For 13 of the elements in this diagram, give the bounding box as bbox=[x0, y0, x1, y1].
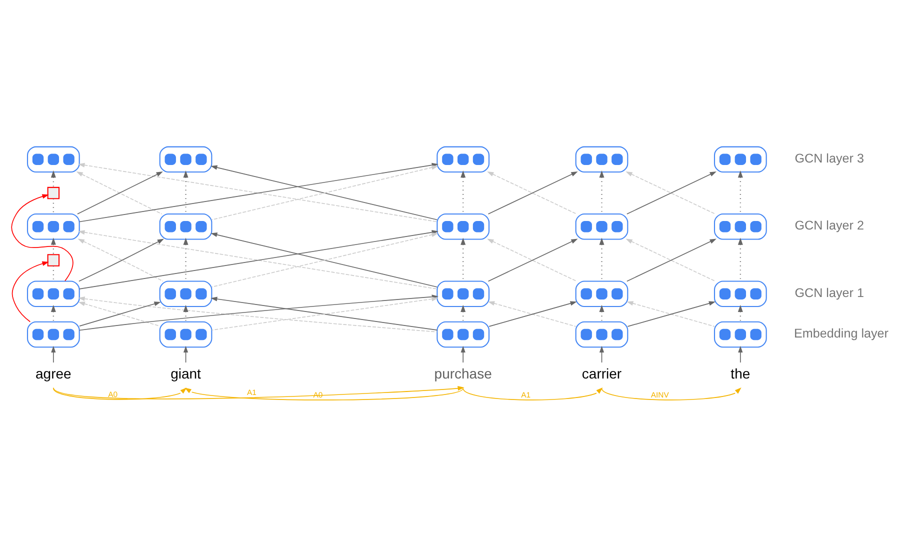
node-text: agree bbox=[36, 366, 72, 382]
label: GCN layer 3 bbox=[794, 151, 864, 166]
node-text: purchase bbox=[434, 366, 492, 382]
edge-label: A1 bbox=[247, 388, 256, 398]
node-text: the bbox=[730, 366, 750, 382]
node-text: carrier bbox=[582, 366, 622, 382]
node-text: giant bbox=[170, 366, 201, 382]
edge-label: A1 bbox=[521, 390, 530, 400]
edge-label: A0 bbox=[108, 390, 118, 400]
label: Embedding layer bbox=[794, 326, 889, 341]
label: GCN layer 2 bbox=[794, 218, 864, 233]
label: GCN layer 1 bbox=[794, 286, 864, 300]
edge-label: AINV bbox=[650, 390, 669, 400]
